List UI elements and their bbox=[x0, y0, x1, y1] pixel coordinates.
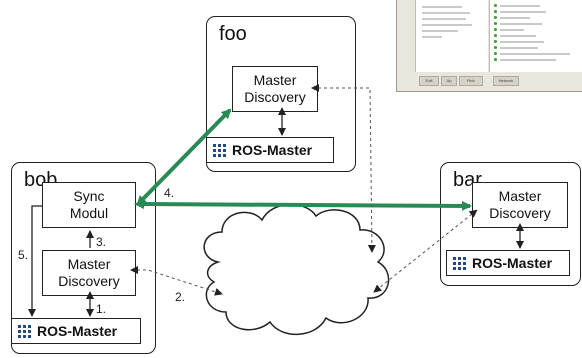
foo-ros-master-label: ROS-Master bbox=[232, 142, 313, 158]
thumbnail-edit-button: Edit bbox=[419, 76, 439, 86]
thumbnail-right-pane bbox=[489, 0, 582, 72]
bob-sync-modul: Sync Modul bbox=[42, 182, 136, 228]
app-screenshot-thumbnail: Edit Up Rviz Network bbox=[396, 0, 582, 92]
step-label-2: 2. bbox=[175, 290, 186, 304]
step-label-1: 1. bbox=[96, 302, 107, 316]
dashed-arrow-bob-cloud bbox=[130, 266, 223, 296]
thumbnail-rviz-button: Rviz bbox=[459, 76, 483, 86]
sync-arrow-foo bbox=[136, 108, 232, 206]
bob-ros-master: ROS-Master bbox=[11, 318, 141, 344]
thumbnail-network-tab: Network bbox=[493, 76, 519, 86]
arrow-bob-sync-master bbox=[28, 205, 42, 317]
thumbnail-left-pane bbox=[415, 0, 488, 72]
dashed-arrow-bar-cloud bbox=[373, 209, 478, 293]
step-label-5: 5. bbox=[18, 248, 29, 262]
bar-master-discovery: Master Discovery bbox=[472, 182, 568, 228]
bob-ros-master-label: ROS-Master bbox=[37, 323, 118, 339]
foo-master-discovery: Master Discovery bbox=[232, 66, 318, 112]
step-label-3: 3. bbox=[96, 235, 107, 249]
ros-grid-icon bbox=[18, 324, 31, 338]
sync-arrow-bar bbox=[134, 199, 472, 211]
thumbnail-up-button: Up bbox=[441, 76, 457, 86]
network-cloud-icon bbox=[203, 203, 390, 336]
step-label-4: 4. bbox=[164, 186, 175, 200]
node-foo-title: foo bbox=[219, 23, 247, 45]
bar-ros-master-label: ROS-Master bbox=[472, 255, 553, 271]
bob-master-discovery: Master Discovery bbox=[42, 250, 136, 296]
